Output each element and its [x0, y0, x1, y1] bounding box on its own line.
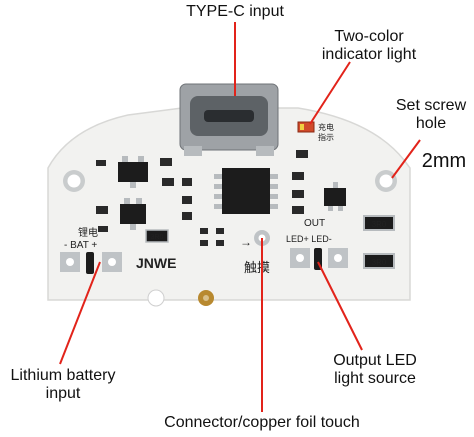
pcb-bat-cn: 锂电 — [78, 226, 98, 239]
pcb-brand: JNWE — [136, 255, 176, 271]
resistor-2: 3R0 — [363, 253, 395, 269]
label-lithium-battery: Lithium battery input — [0, 367, 126, 403]
label-screw-size-text: 2mm — [421, 150, 467, 172]
pcb-charge-cn-2: 指示 — [318, 132, 334, 142]
pcb-arrow: → — [240, 235, 252, 249]
line-screw — [391, 139, 421, 179]
label-two-color-line1: Two-color — [334, 28, 404, 45]
resistor-3-label: 3R0 — [151, 234, 164, 241]
transistor-right — [324, 182, 346, 211]
label-set-screw-line1: Set screw — [395, 97, 467, 114]
line-output-led — [317, 261, 363, 351]
label-output-led: Output LED light source — [320, 352, 430, 388]
transistor-top — [118, 156, 148, 188]
label-set-screw-line2: hole — [415, 114, 447, 132]
led-output-pads — [290, 248, 348, 270]
line-lithium — [59, 261, 101, 365]
label-type-c-input-text: TYPE-C input — [186, 3, 284, 20]
main-ic — [214, 168, 278, 214]
battery-pads — [60, 252, 122, 274]
callout-lines — [59, 22, 421, 412]
label-set-screw-hole: Set screw hole — [392, 97, 470, 133]
label-connector-touch-text: Connector/copper foil touch — [164, 414, 360, 431]
resistor-1-label: 3R0 — [372, 220, 387, 229]
label-connector-touch: Connector/copper foil touch — [138, 414, 386, 432]
label-screw-size: 2mm — [418, 150, 470, 172]
indicator-led — [297, 121, 315, 133]
copper-via — [198, 290, 214, 306]
label-type-c-input: TYPE-C input — [170, 3, 300, 21]
label-lithium-line2: input — [45, 384, 81, 402]
bottom-hole — [147, 289, 165, 307]
left-screw-hole — [63, 170, 85, 192]
right-screw-hole — [375, 170, 397, 192]
label-output-led-line2: light source — [334, 369, 416, 387]
label-two-color-line2: indicator light — [321, 45, 417, 63]
pcb-bat-polarity: - BAT + — [64, 240, 97, 251]
resistor-3: 3R0 — [145, 229, 169, 243]
pcb-touch-cn: 触摸 — [244, 260, 270, 275]
resistor-1: 3R0 — [363, 215, 395, 231]
line-indicator — [309, 61, 351, 125]
pcb-charge-cn-1: 充电 — [318, 122, 334, 132]
label-lithium-line1: Lithium battery — [10, 367, 116, 384]
resistor-2-label: 3R0 — [372, 258, 387, 267]
label-output-led-line1: Output LED — [333, 352, 417, 369]
pcb-led-polarity: LED+ LED- — [286, 234, 332, 244]
label-two-color-indicator: Two-color indicator light — [308, 28, 430, 64]
transistor-mid — [120, 198, 146, 230]
usb-c-connector — [179, 83, 279, 156]
pcb-out: OUT — [304, 218, 325, 229]
